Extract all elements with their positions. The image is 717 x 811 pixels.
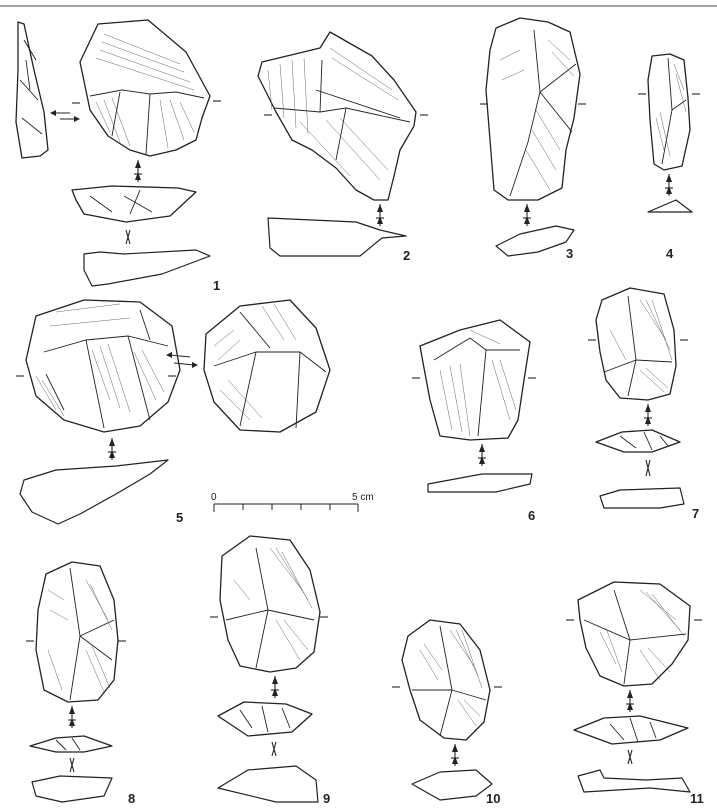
artifact-6-section [427,473,533,493]
artifact-6-label: 6 [528,508,535,523]
artifact-3-dorsal-view [485,17,581,201]
artifact-4-label: 4 [666,246,674,261]
artifact-2: 2 [257,31,428,263]
scale-start-label: 0 [211,492,217,503]
artifact-10-label: 10 [486,791,500,806]
artifact-3-section [495,225,575,257]
artifact-9-section [217,765,319,803]
artifact-8-label: 8 [128,791,135,806]
artifact-7-label: 7 [692,506,699,521]
artifact-3: 3 [480,17,586,261]
artifact-8: 8 [26,561,135,806]
artifact-4-section [647,199,693,213]
artifact-1-dorsal-view [79,19,211,157]
artifact-7: 7 [588,287,699,521]
artifact-8-platform-view [29,735,113,753]
artifact-9-label: 9 [323,791,330,806]
artifact-1: 1 [15,19,221,293]
artifact-11: 11 [566,581,704,806]
artifact-6: 6 [412,319,536,523]
artifact-2-label: 2 [403,248,410,263]
artifact-11-section [577,769,691,793]
artifact-7-section [599,487,685,509]
artifact-10-dorsal-view [401,619,491,741]
artifact-1-side-profile [15,21,49,159]
artifact-11-dorsal-view [577,581,691,687]
artifact-4: 4 [638,53,700,261]
artifact-11-platform-view [573,715,689,745]
artifact-2-section [267,217,407,257]
artifact-9-dorsal-view [219,535,321,673]
scale-end-label: 5 cm [352,492,374,503]
artifact-1-label: 1 [213,278,220,293]
artifact-8-dorsal-view [35,561,119,703]
artifact-8-section [31,775,113,803]
artifact-5-dorsal-view [25,299,181,433]
artifact-3-label: 3 [566,246,573,261]
artifact-10: 10 [392,619,502,806]
artifact-5: 5 [16,299,331,525]
artifact-1-section [83,249,211,287]
artifact-2-dorsal-view [257,31,417,201]
artifact-5-ventral-view [203,299,331,433]
artifact-6-dorsal-view [419,319,531,441]
artifact-4-dorsal-view [647,53,691,171]
artifact-5-section [19,459,169,525]
artifact-5-label: 5 [176,510,183,525]
artifact-7-platform-view [595,429,681,453]
artifact-10-section [411,769,493,801]
artifact-9: 9 [210,535,330,806]
artifact-11-label: 11 [690,791,704,806]
scale-bar: 0 5 cm [211,492,374,512]
artifact-7-dorsal-view [595,287,677,401]
